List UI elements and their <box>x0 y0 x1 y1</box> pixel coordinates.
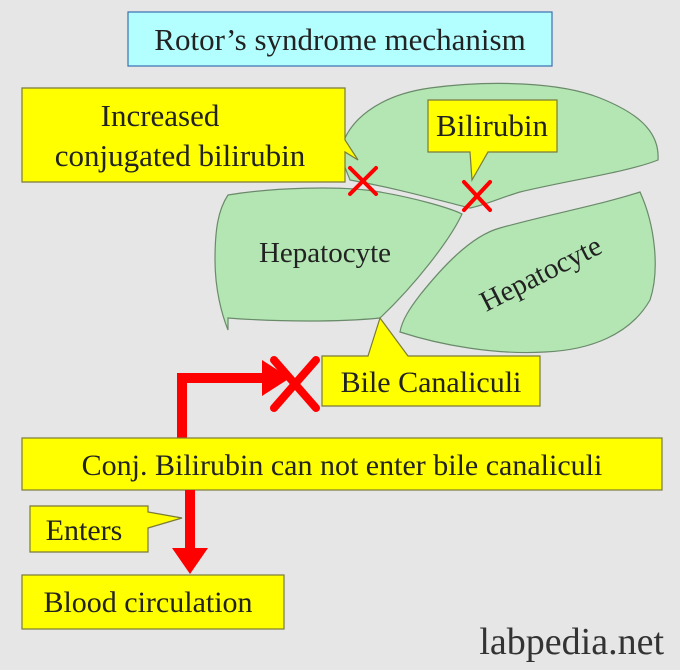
callout-bilirubin: Bilirubin <box>427 99 558 183</box>
callout-blood-circulation-label: Blood circulation <box>43 586 252 619</box>
callout-bile-canaliculi-label: Bile Canaliculi <box>341 366 522 399</box>
callout-bilirubin-label: Bilirubin <box>436 108 548 143</box>
cross-mark-membrane-left <box>348 166 378 196</box>
callout-enters-label: Enters <box>46 514 123 547</box>
callout-conj-bilirubin: Conj. Bilirubin can not enter bile canal… <box>21 437 663 491</box>
callout-blood-circulation: Blood circulation <box>21 574 285 630</box>
hepatocyte-right-shape <box>399 191 656 354</box>
callout-increased-line1: Increased <box>101 98 220 133</box>
diagram-title: Rotor’s syndrome mechanism <box>154 22 525 57</box>
hepatocyte-left-label: Hepatocyte <box>259 237 391 269</box>
title-box: Rotor’s syndrome mechanism <box>127 11 553 67</box>
callout-increased-line2: conjugated bilirubin <box>55 138 306 173</box>
callout-increased-conjugated-bilirubin: Increased conjugated bilirubin <box>21 87 359 183</box>
watermark-labpedia: labpedia.net <box>479 621 664 663</box>
callout-conj-bilirubin-label: Conj. Bilirubin can not enter bile canal… <box>82 449 603 482</box>
callout-bile-canaliculi: Bile Canaliculi <box>321 316 541 407</box>
cross-mark-membrane-right <box>462 180 492 212</box>
flow-arrowhead-down <box>172 548 208 574</box>
flow-arrow-to-canaliculi <box>177 373 270 438</box>
flow-arrowhead-right <box>262 360 290 396</box>
callout-enters: Enters <box>29 505 183 553</box>
cross-mark-canaliculi <box>270 356 320 412</box>
